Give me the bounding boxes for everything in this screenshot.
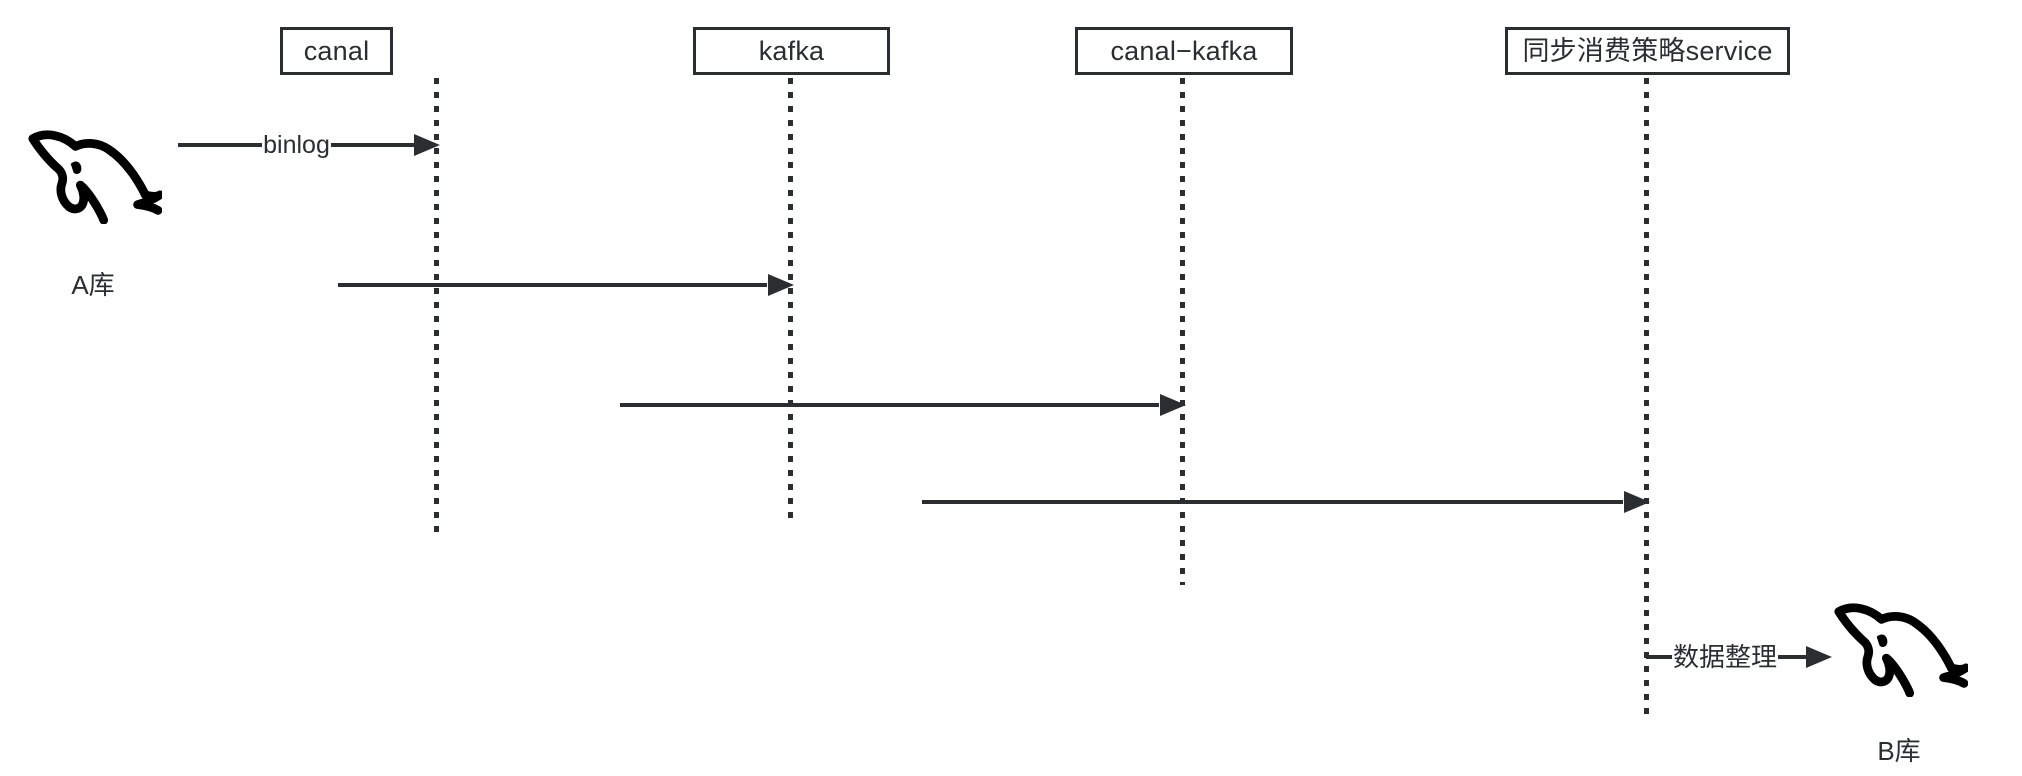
- message-shujuzhengli[interactable]: 数据整理: [1646, 640, 1832, 674]
- message-binlog[interactable]: binlog: [178, 128, 441, 162]
- participant-box-canal[interactable]: canal: [280, 27, 393, 75]
- participant-box-kafka[interactable]: kafka: [693, 27, 890, 75]
- message-canal-kafka-to-service[interactable]: [922, 485, 1650, 519]
- arrowhead-icon: [1624, 491, 1650, 513]
- arrowhead-icon: [768, 274, 794, 296]
- participant-label-service: 同步消费策略service: [1522, 35, 1773, 66]
- message-line-left: [1646, 655, 1672, 659]
- message-line-right: [1778, 655, 1807, 659]
- participant-label-canal-kafka: canal−kafka: [1110, 35, 1258, 66]
- participant-box-canal-kafka[interactable]: canal−kafka: [1075, 27, 1293, 75]
- message-line: [338, 283, 767, 287]
- lifeline-canal: [434, 78, 439, 532]
- actor-label-db-a: A库: [71, 270, 115, 300]
- participant-label-kafka: kafka: [758, 35, 825, 66]
- mysql-dolphin-icon: [1834, 603, 1968, 697]
- actor-db-b[interactable]: [1830, 600, 1968, 697]
- message-line: [620, 403, 1159, 407]
- message-label-binlog: binlog: [263, 130, 330, 159]
- actor-label-db-b: B库: [1877, 736, 1921, 766]
- message-line-left: [178, 143, 263, 147]
- message-line: [922, 500, 1623, 504]
- message-label-shujuzhengli: 数据整理: [1673, 642, 1778, 672]
- lifeline-canal-kafka: [1180, 78, 1185, 585]
- participant-box-service[interactable]: 同步消费策略service: [1505, 27, 1790, 75]
- actor-db-a[interactable]: [24, 127, 162, 224]
- arrowhead-icon: [1806, 646, 1832, 668]
- message-kafka-to-canal-kafka[interactable]: [620, 388, 1186, 422]
- message-line-right: [330, 143, 416, 147]
- lifeline-service: [1644, 78, 1649, 720]
- participant-label-canal: canal: [303, 35, 370, 66]
- lifeline-kafka: [788, 78, 793, 520]
- arrowhead-icon: [1160, 394, 1186, 416]
- message-canal-to-kafka[interactable]: [338, 268, 794, 302]
- arrowhead-icon: [414, 134, 441, 156]
- mysql-dolphin-icon: [28, 130, 162, 224]
